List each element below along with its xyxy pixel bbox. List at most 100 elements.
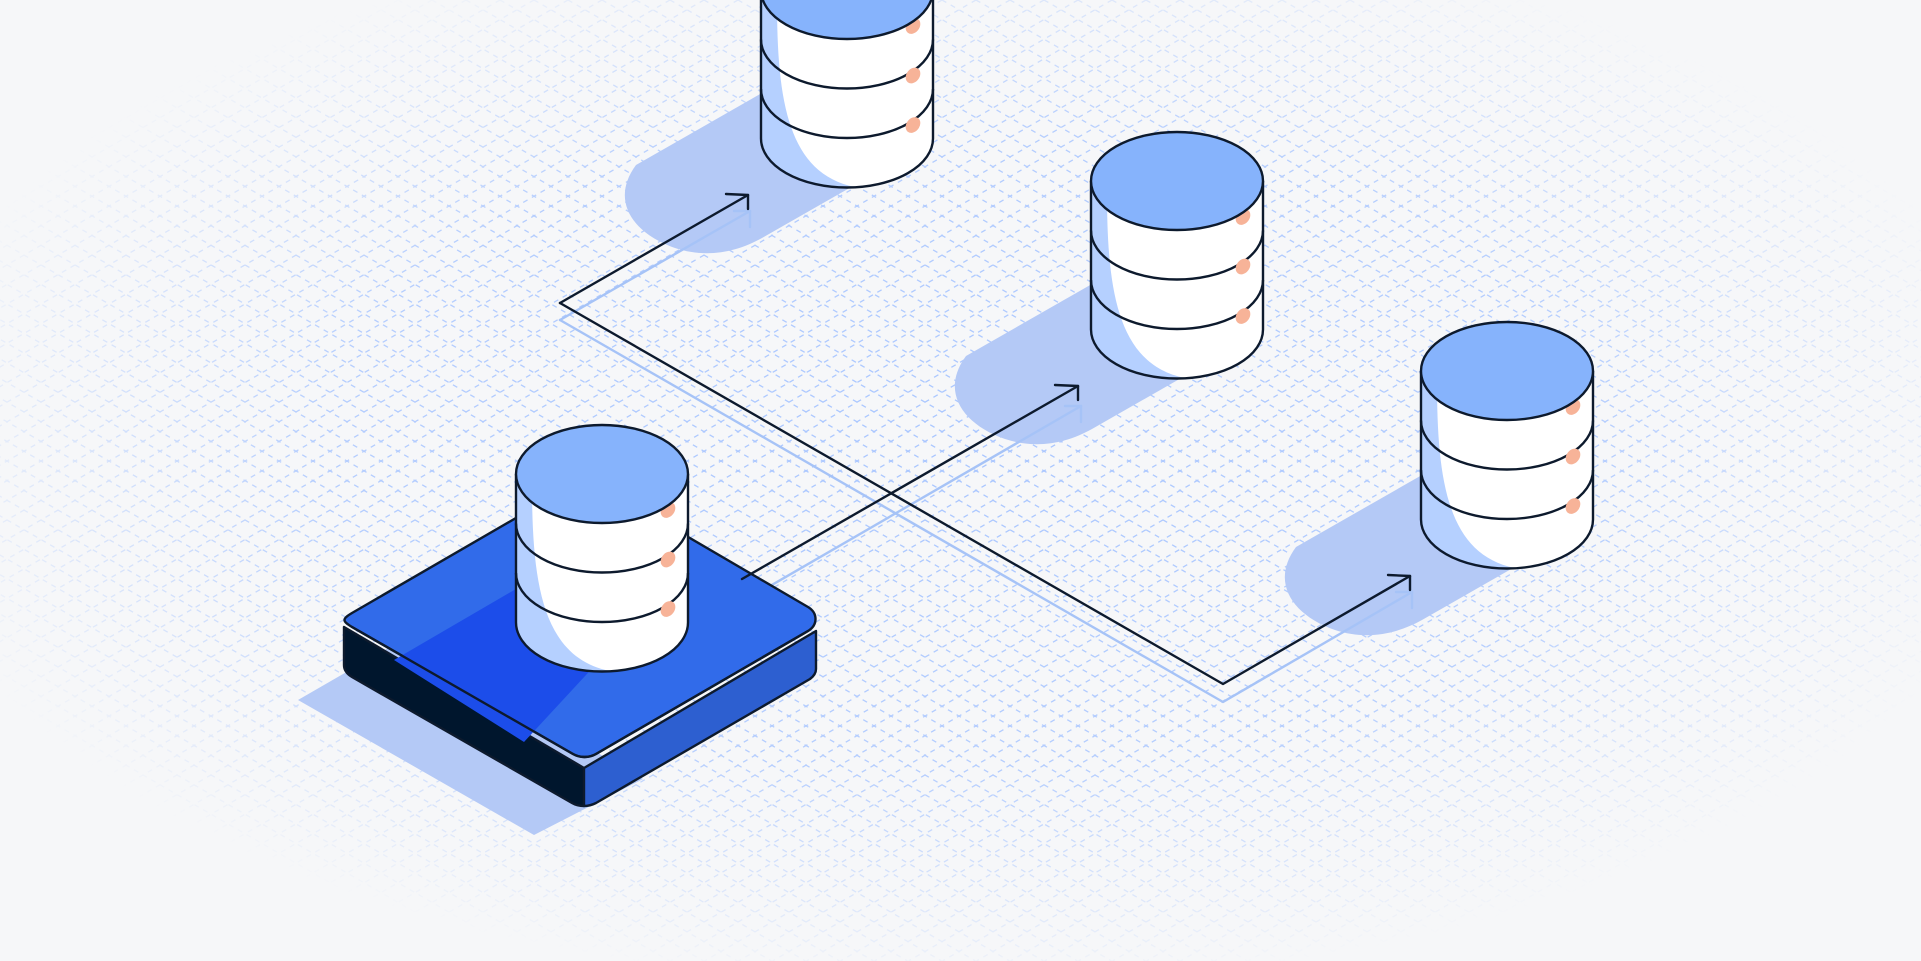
- database-separator: [759, 88, 935, 140]
- grid-line: [0, 0, 1215, 702]
- grid-line: [0, 0, 603, 349]
- grid-line: [534, 160, 1921, 961]
- grid-line: [1587, 0, 1921, 193]
- grid-line: [1621, 0, 1921, 174]
- grid-line: [364, 62, 1921, 961]
- grid-line: [0, 0, 331, 192]
- grid-line: [0, 0, 297, 172]
- grid-line: [466, 120, 1921, 961]
- grid-line: [0, 0, 671, 388]
- grid-line: [1485, 0, 1921, 252]
- database-icon: [759, 0, 935, 189]
- grid-line: [908, 376, 1921, 961]
- grid-line: [1452, 689, 1921, 961]
- arrow-icon: [1386, 573, 1412, 592]
- database-outline: [514, 474, 690, 673]
- echo-line-to-top-left: [558, 209, 752, 322]
- grid-line: [0, 632, 568, 961]
- grid-line: [126, 0, 1793, 961]
- arrow-icon: [724, 192, 750, 211]
- flow-echo-lines: [558, 209, 1414, 704]
- grid-line: [398, 81, 1921, 961]
- grid-line: [0, 0, 1249, 721]
- grid-line: [1213, 0, 1921, 409]
- status-dot: [1565, 448, 1581, 465]
- grid-line: [0, 0, 807, 466]
- grid-line: [0, 0, 569, 329]
- grid-line: [1111, 0, 1921, 468]
- grid-line: [500, 140, 1921, 961]
- database-top: [761, 0, 933, 41]
- grid-line: [24, 0, 1691, 961]
- grid-line: [942, 395, 1921, 961]
- grid-line: [0, 0, 399, 231]
- grid-line: [0, 0, 1657, 957]
- grid-line: [1350, 631, 1921, 961]
- status-dot: [1565, 498, 1581, 514]
- grid-line: [1281, 0, 1921, 370]
- flow-line-to-middle: [740, 384, 1080, 581]
- grid-line: [1145, 0, 1921, 448]
- databases: [514, 0, 1595, 673]
- grid-line: [1248, 572, 1921, 961]
- grid-line: [1384, 650, 1921, 961]
- grid-line: [160, 0, 1827, 961]
- database-top: [1089, 130, 1265, 232]
- grid-line: [194, 0, 1861, 961]
- grid-line: [0, 0, 739, 427]
- database-separator: [759, 39, 935, 90]
- grid-line: [92, 0, 1759, 961]
- status-dot: [1235, 258, 1251, 275]
- status-dot: [1235, 308, 1251, 324]
- grid-line: [0, 0, 637, 368]
- database-shade: [1091, 181, 1185, 379]
- grid-line: [330, 42, 1921, 961]
- platform-right-side: [582, 629, 818, 808]
- grid-line: [1383, 0, 1921, 311]
- grid-line: [568, 179, 1921, 961]
- grid-line: [1146, 513, 1921, 961]
- grid-line: [1519, 0, 1921, 233]
- grid-line: [0, 0, 841, 486]
- database-body: [761, 0, 933, 188]
- grid-line: [0, 0, 1555, 898]
- database-separator: [1419, 420, 1595, 471]
- echo-line-long: [558, 318, 1414, 704]
- grid-line: [772, 297, 1921, 961]
- grid-line: [1247, 0, 1921, 390]
- platform-top-edge: [350, 625, 810, 759]
- grid-line: [1078, 474, 1921, 961]
- grid-line: [1418, 670, 1921, 961]
- echo-arrow-middle: [1063, 404, 1083, 424]
- grid-line: [432, 101, 1921, 961]
- grid-line: [0, 0, 1623, 937]
- database-icon: [514, 423, 690, 673]
- grid-line: [1044, 454, 1921, 961]
- grid-line: [0, 0, 535, 309]
- status-dot: [905, 67, 921, 84]
- grid-line: [1180, 532, 1921, 961]
- grid-line: [0, 593, 636, 961]
- status-dot: [905, 117, 921, 133]
- database-separator: [1419, 469, 1595, 521]
- database-separator: [514, 572, 690, 624]
- database-separator: [1089, 230, 1265, 281]
- grid-line: [976, 415, 1921, 961]
- grid-line: [806, 317, 1921, 961]
- flow-lines: [558, 192, 1412, 686]
- grid-line: [0, 0, 365, 211]
- grid-line: [1451, 0, 1921, 272]
- grid-line: [1179, 0, 1921, 429]
- grid-line: [0, 0, 909, 525]
- echo-line-to-middle: [756, 404, 1083, 595]
- status-dot: [660, 551, 676, 568]
- grid-line: [0, 652, 534, 961]
- database-outline: [1419, 371, 1595, 570]
- grid-line: [874, 356, 1921, 961]
- database-separator: [1089, 279, 1265, 331]
- grid-line: [1315, 0, 1921, 350]
- grid-line: [0, 573, 670, 961]
- grid-line: [0, 0, 1283, 741]
- database-outline: [759, 0, 935, 189]
